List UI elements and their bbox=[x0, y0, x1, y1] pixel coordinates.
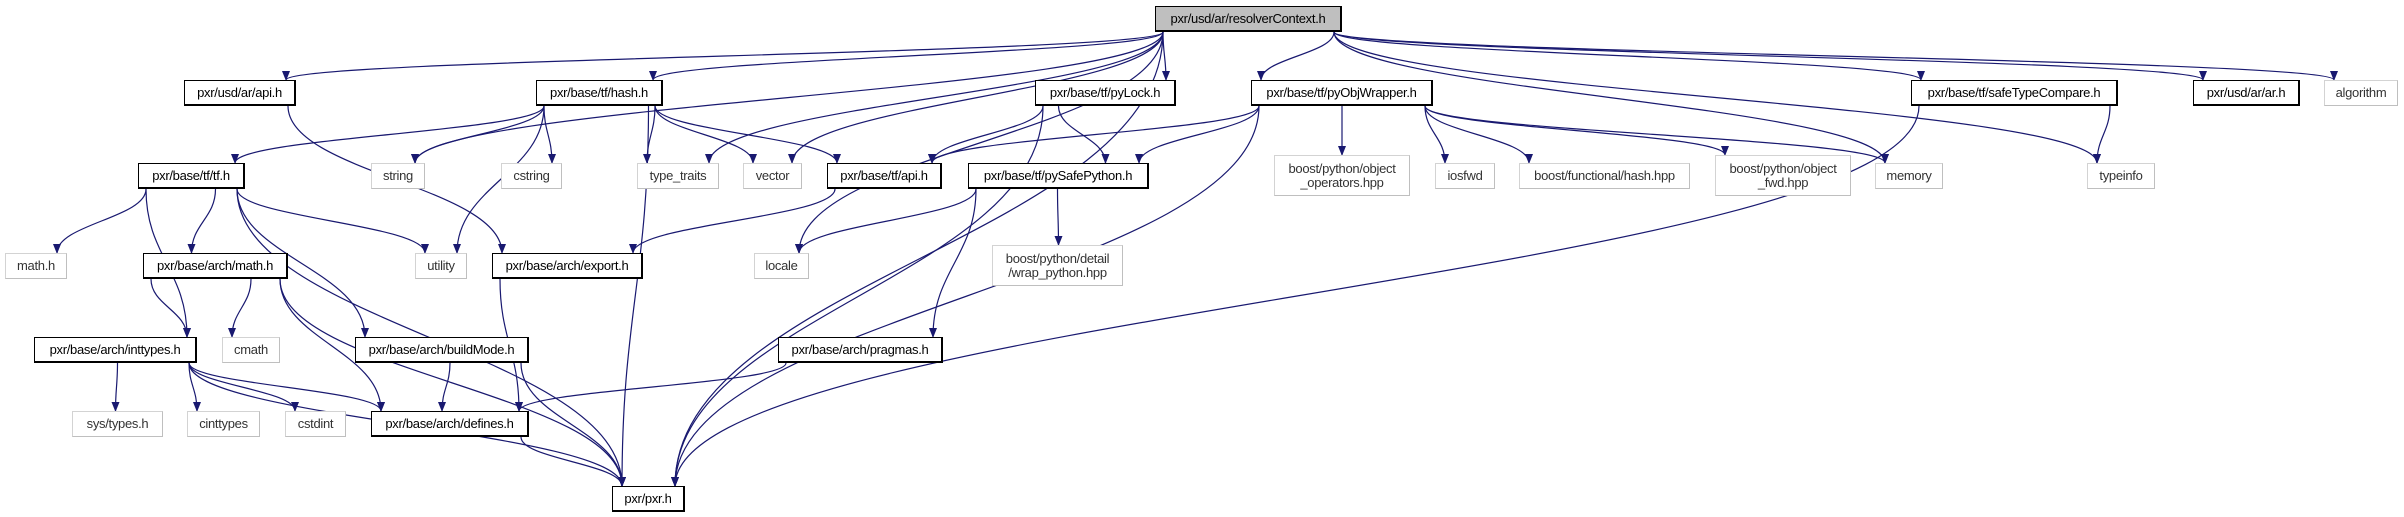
node-pyobj[interactable]: pxr/base/tf/pyObjWrapper.h bbox=[1251, 80, 1433, 106]
edge-archmath-to-defines bbox=[279, 278, 385, 412]
edge-inttypes-to-systypes bbox=[111, 362, 120, 412]
node-hash[interactable]: pxr/base/tf/hash.h bbox=[536, 80, 663, 106]
node-algorithm: algorithm bbox=[2324, 80, 2398, 106]
edge-tfh-to-buildmode bbox=[236, 188, 369, 338]
edge-hash-to-vector bbox=[654, 105, 757, 164]
edge-hash-to-utility bbox=[453, 105, 545, 254]
edge-root-to-memory bbox=[1333, 31, 1889, 164]
edge-root-to-algorithm bbox=[1333, 31, 2338, 81]
edge-archmath-to-pxrh bbox=[279, 278, 626, 487]
edge-hash-to-typetraits bbox=[643, 105, 656, 164]
node-arapi[interactable]: pxr/usd/ar/api.h bbox=[184, 80, 296, 106]
node-pragmas[interactable]: pxr/base/arch/pragmas.h bbox=[778, 337, 943, 363]
edge-root-to-arapi bbox=[282, 31, 1164, 81]
edge-buildmode-to-pxrh bbox=[520, 362, 626, 487]
edge-tfh-to-archmath bbox=[187, 188, 217, 254]
edge-pragmas-to-defines bbox=[515, 362, 787, 412]
node-memory: memory bbox=[1875, 163, 1943, 189]
node-utility: utility bbox=[415, 253, 467, 279]
node-safetc[interactable]: pxr/base/tf/safeTypeCompare.h bbox=[1911, 80, 2118, 106]
node-archmath[interactable]: pxr/base/arch/math.h bbox=[143, 253, 288, 279]
node-export[interactable]: pxr/base/arch/export.h bbox=[492, 253, 643, 279]
edge-root-to-typetraits bbox=[705, 31, 1164, 164]
node-typetraits: type_traits bbox=[637, 163, 719, 189]
edge-pylock-to-tfapi bbox=[928, 105, 1044, 164]
node-wrappy: boost/python/detail /wrap_python.hpp bbox=[992, 245, 1123, 286]
edge-safetc-to-typeinfo bbox=[2093, 105, 2111, 164]
node-mathh: math.h bbox=[5, 253, 67, 279]
edge-pyobj-to-pysafe bbox=[1135, 105, 1260, 164]
node-tfapi[interactable]: pxr/base/tf/api.h bbox=[827, 163, 942, 189]
edge-root-to-arh bbox=[1333, 31, 2207, 81]
edge-root-to-pylock bbox=[1161, 31, 1170, 81]
node-vector: vector bbox=[743, 163, 802, 189]
edge-tfh-to-utility bbox=[236, 188, 429, 254]
edge-root-to-pyobj bbox=[1257, 31, 1335, 81]
edge-pylock-to-pysafe bbox=[1057, 105, 1110, 164]
node-arh[interactable]: pxr/usd/ar/ar.h bbox=[2193, 80, 2300, 106]
edge-pysafe-to-locale bbox=[795, 188, 977, 254]
node-tfh[interactable]: pxr/base/tf/tf.h bbox=[138, 163, 245, 189]
edge-inttypes-to-defines bbox=[188, 362, 385, 412]
node-root[interactable]: pxr/usd/ar/resolverContext.h bbox=[1155, 6, 1342, 32]
node-pysafe[interactable]: pxr/base/tf/pySafePython.h bbox=[968, 163, 1149, 189]
edge-root-to-pxrh bbox=[671, 31, 1164, 487]
node-objops: boost/python/object _operators.hpp bbox=[1274, 155, 1410, 196]
edge-pyobj-to-objfwd bbox=[1424, 105, 1729, 156]
node-iosfwd: iosfwd bbox=[1435, 163, 1495, 189]
edge-root-to-vector bbox=[788, 31, 1164, 164]
edge-pyobj-to-iosfwd bbox=[1424, 105, 1449, 164]
edge-pysafe-to-pragmas bbox=[929, 188, 977, 338]
edge-inttypes-to-cinttypes bbox=[188, 362, 201, 412]
edge-hash-to-cstring bbox=[543, 105, 556, 164]
edge-inttypes-to-cstdint bbox=[188, 362, 299, 412]
node-cstdint: cstdint bbox=[285, 411, 346, 437]
node-inttypes[interactable]: pxr/base/arch/inttypes.h bbox=[34, 337, 197, 363]
node-pxrh[interactable]: pxr/pxr.h bbox=[612, 486, 685, 512]
edge-pyobj-to-pxrh bbox=[671, 105, 1260, 487]
edge-archmath-to-cmath bbox=[228, 278, 252, 338]
node-cmath: cmath bbox=[222, 337, 280, 363]
edge-hash-to-string bbox=[411, 105, 545, 164]
node-cinttypes: cinttypes bbox=[187, 411, 260, 437]
node-defines[interactable]: pxr/base/arch/defines.h bbox=[371, 411, 529, 437]
edge-pyobj-to-fhash bbox=[1424, 105, 1533, 164]
edge-root-to-safetc bbox=[1333, 31, 1925, 81]
edge-defines-to-pxrh bbox=[520, 436, 626, 487]
node-buildmode[interactable]: pxr/base/arch/buildMode.h bbox=[355, 337, 529, 363]
edge-hash-to-tfapi bbox=[654, 105, 841, 164]
edge-tfapi-to-export bbox=[629, 188, 836, 254]
node-typeinfo: typeinfo bbox=[2087, 163, 2155, 189]
edge-tfh-to-mathh bbox=[53, 188, 147, 254]
edge-root-to-hash bbox=[649, 31, 1164, 81]
edge-root-to-locale bbox=[795, 31, 1164, 254]
edge-archmath-to-inttypes bbox=[150, 278, 191, 338]
node-cstring: cstring bbox=[501, 163, 562, 189]
node-objfwd: boost/python/object _fwd.hpp bbox=[1715, 155, 1851, 196]
edge-pyobj-to-memory bbox=[1424, 105, 1889, 164]
edge-root-to-typeinfo bbox=[1333, 31, 2101, 164]
node-systypes: sys/types.h bbox=[72, 411, 163, 437]
edge-buildmode-to-defines bbox=[438, 362, 451, 412]
edge-pysafe-to-wrappy bbox=[1054, 188, 1063, 246]
node-pylock[interactable]: pxr/base/tf/pyLock.h bbox=[1035, 80, 1176, 106]
node-string: string bbox=[371, 163, 425, 189]
edge-hash-to-tfh bbox=[231, 105, 545, 164]
node-locale: locale bbox=[754, 253, 809, 279]
node-fhash: boost/functional/hash.hpp bbox=[1519, 163, 1690, 189]
edge-pyobj-to-tfapi bbox=[928, 105, 1260, 164]
